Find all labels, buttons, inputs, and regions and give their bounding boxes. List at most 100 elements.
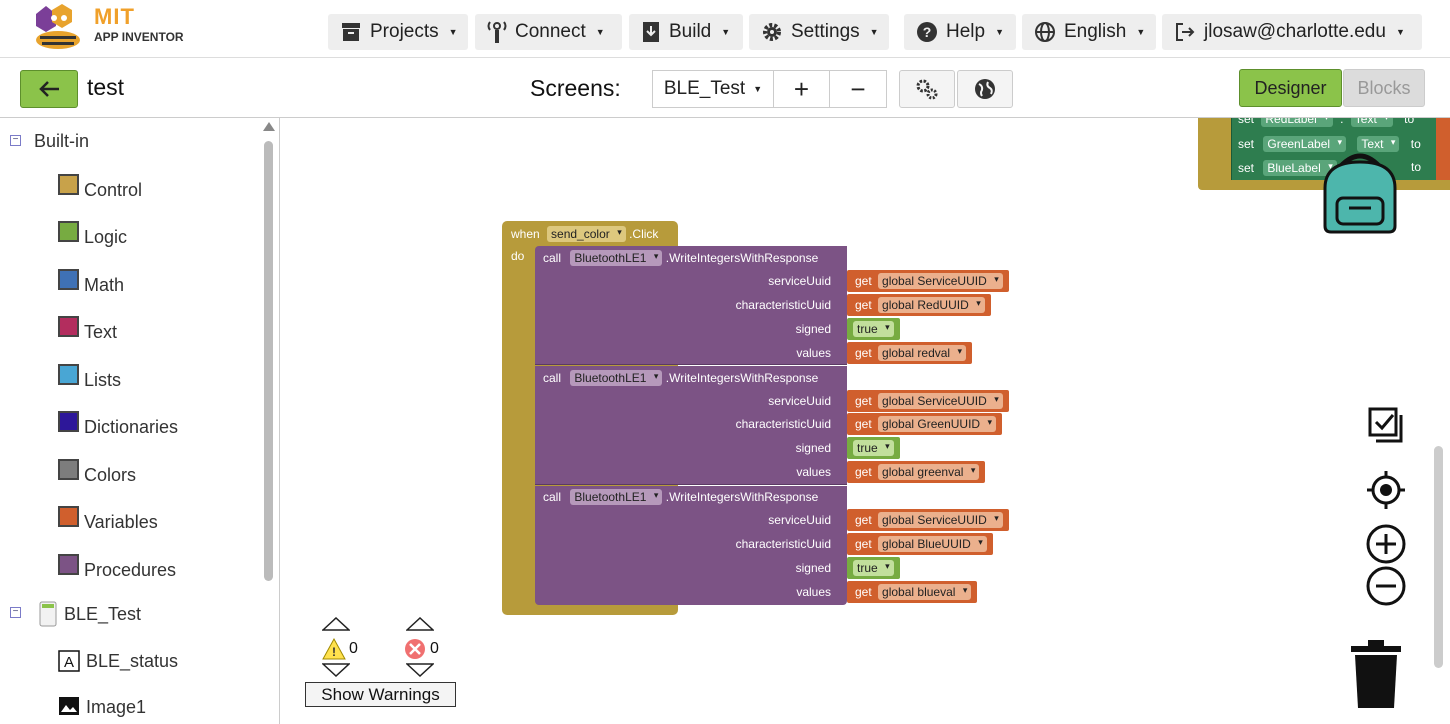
boolean-dropdown[interactable]: true <box>853 321 894 337</box>
component-label: BLE_status <box>86 650 179 671</box>
variable-dropdown[interactable]: global ServiceUUID <box>878 512 1003 528</box>
mit-app-inventor-logo[interactable]: MIT APP INVENTOR <box>30 2 190 52</box>
component-dropdown[interactable]: BluetoothLE1 <box>570 489 663 505</box>
component-dropdown[interactable]: BluetoothLE1 <box>570 370 663 386</box>
get-keyword: get <box>855 274 872 288</box>
variable-dropdown[interactable]: global BlueUUID <box>878 536 987 552</box>
palette-procedures[interactable]: Procedures <box>58 554 176 581</box>
palette-scrollbar[interactable] <box>264 141 273 581</box>
screen-selector[interactable]: BLE_Test▼ <box>652 70 774 108</box>
collapse-screen-icon[interactable]: − <box>10 607 21 618</box>
settings-menu[interactable]: Settings▼ <box>749 14 889 50</box>
palette-lists[interactable]: Lists <box>58 364 122 391</box>
true-block[interactable]: true <box>847 557 900 579</box>
palette-text[interactable]: Text <box>58 316 117 343</box>
add-screen-button[interactable]: + <box>773 70 830 108</box>
language-menu[interactable]: English▼ <box>1022 14 1156 50</box>
boolean-dropdown[interactable]: true <box>853 440 894 456</box>
workspace-scrollbar[interactable] <box>1434 446 1443 668</box>
component-image1[interactable]: Image1 <box>58 696 146 718</box>
component-dropdown[interactable]: GreenLabel <box>1263 136 1347 152</box>
true-block[interactable]: true <box>847 437 900 459</box>
palette-colors[interactable]: Colors <box>58 459 136 486</box>
param-label: characteristicUuid <box>735 298 831 312</box>
builtin-header[interactable]: Built-in <box>34 131 89 152</box>
chevron-down-icon: ▼ <box>448 27 458 37</box>
build-menu[interactable]: Build▼ <box>629 14 743 50</box>
call-keyword: call <box>543 371 562 385</box>
zoom-out-icon[interactable] <box>1366 566 1406 606</box>
blocks-workspace[interactable]: set RedLabel . Text to set GreenLabel Te… <box>281 118 1450 724</box>
show-warnings-button[interactable]: Show Warnings <box>305 682 456 707</box>
set-greenlabel-block[interactable]: set GreenLabel Text to <box>1238 136 1421 152</box>
set-bluelabel-block[interactable]: set BlueLabel to <box>1238 160 1421 176</box>
variable-dropdown[interactable]: global redval <box>878 345 967 361</box>
back-button[interactable] <box>20 70 78 108</box>
error-prev-icon[interactable] <box>406 617 434 631</box>
component-dropdown[interactable]: BluetoothLE1 <box>570 250 663 266</box>
language-label: English <box>1064 21 1127 42</box>
variables-swatch-icon <box>58 506 79 527</box>
get-variable-block[interactable]: get global redval <box>847 342 973 364</box>
palette-dictionaries[interactable]: Dictionaries <box>58 411 178 438</box>
get-variable-block[interactable]: get global ServiceUUID <box>847 270 1009 292</box>
remove-screen-button[interactable]: − <box>829 70 887 108</box>
variable-dropdown[interactable]: global ServiceUUID <box>878 273 1003 289</box>
recenter-icon[interactable] <box>1366 470 1406 510</box>
text-swatch-icon <box>58 316 79 337</box>
boolean-dropdown[interactable]: true <box>853 560 894 576</box>
collapse-builtin-icon[interactable]: − <box>10 135 21 146</box>
palette-control[interactable]: Control <box>58 174 142 201</box>
help-menu[interactable]: ? Help▼ <box>904 14 1016 50</box>
property-dropdown[interactable]: Text <box>1350 118 1393 127</box>
account-menu[interactable]: jlosaw@charlotte.edu▼ <box>1162 14 1422 50</box>
backpack-icon[interactable] <box>1317 148 1403 234</box>
variable-dropdown[interactable]: global RedUUID <box>878 297 985 313</box>
variable-dropdown[interactable]: global GreenUUID <box>878 416 997 432</box>
chevron-down-icon: ▼ <box>995 27 1004 37</box>
checklist-icon[interactable] <box>1368 407 1404 443</box>
palette-logic[interactable]: Logic <box>58 221 127 248</box>
get-variable-block[interactable]: get global ServiceUUID <box>847 509 1009 531</box>
true-block[interactable]: true <box>847 318 900 340</box>
variable-dropdown[interactable]: global blueval <box>878 584 972 600</box>
call-block-3[interactable] <box>535 486 847 605</box>
current-screen: BLE_Test <box>663 78 746 99</box>
to-keyword: to <box>1410 137 1421 151</box>
warning-next-icon[interactable] <box>322 663 350 677</box>
blocks-button[interactable]: Blocks <box>1343 69 1425 107</box>
palette-math[interactable]: Math <box>58 269 124 296</box>
get-variable-block[interactable]: get global BlueUUID <box>847 533 993 555</box>
component-dropdown[interactable]: BlueLabel <box>1263 160 1337 176</box>
preview-globe-button[interactable] <box>957 70 1013 108</box>
connect-menu[interactable]: Connect▼ <box>475 14 622 50</box>
component-dropdown[interactable]: RedLabel <box>1261 118 1333 127</box>
trash-icon[interactable] <box>1348 638 1404 710</box>
variable-dropdown[interactable]: global greenval <box>878 464 980 480</box>
palette-label: Lists <box>84 370 122 390</box>
screen-node[interactable]: BLE_Test <box>38 601 141 627</box>
error-next-icon[interactable] <box>406 663 434 677</box>
palette-variables[interactable]: Variables <box>58 506 158 533</box>
param-label: serviceUuid <box>768 513 831 527</box>
event-component-dropdown[interactable]: send_color <box>547 226 626 242</box>
component-ble-status[interactable]: A BLE_status <box>58 650 178 672</box>
set-keyword: set <box>1238 161 1255 175</box>
project-properties-button[interactable] <box>899 70 955 108</box>
image-icon <box>59 697 79 715</box>
method-name: .WriteIntegersWithResponse <box>665 251 819 265</box>
variable-dropdown[interactable]: global ServiceUUID <box>878 393 1003 409</box>
get-variable-block[interactable]: get global RedUUID <box>847 294 991 316</box>
projects-menu[interactable]: Projects▼ <box>328 14 468 50</box>
scroll-up-arrow-icon[interactable] <box>263 122 275 131</box>
get-variable-block[interactable]: get global greenval <box>847 461 986 483</box>
get-variable-block[interactable]: get global GreenUUID <box>847 413 1003 435</box>
warning-prev-icon[interactable] <box>322 617 350 631</box>
get-keyword: get <box>855 465 872 479</box>
designer-button[interactable]: Designer <box>1239 69 1342 107</box>
property-dropdown[interactable]: Text <box>1357 136 1400 152</box>
get-variable-block[interactable]: get global blueval <box>847 581 978 603</box>
get-variable-block[interactable]: get global ServiceUUID <box>847 390 1009 412</box>
zoom-in-icon[interactable] <box>1366 524 1406 564</box>
set-redlabel-block[interactable]: set RedLabel . Text to <box>1238 118 1414 127</box>
